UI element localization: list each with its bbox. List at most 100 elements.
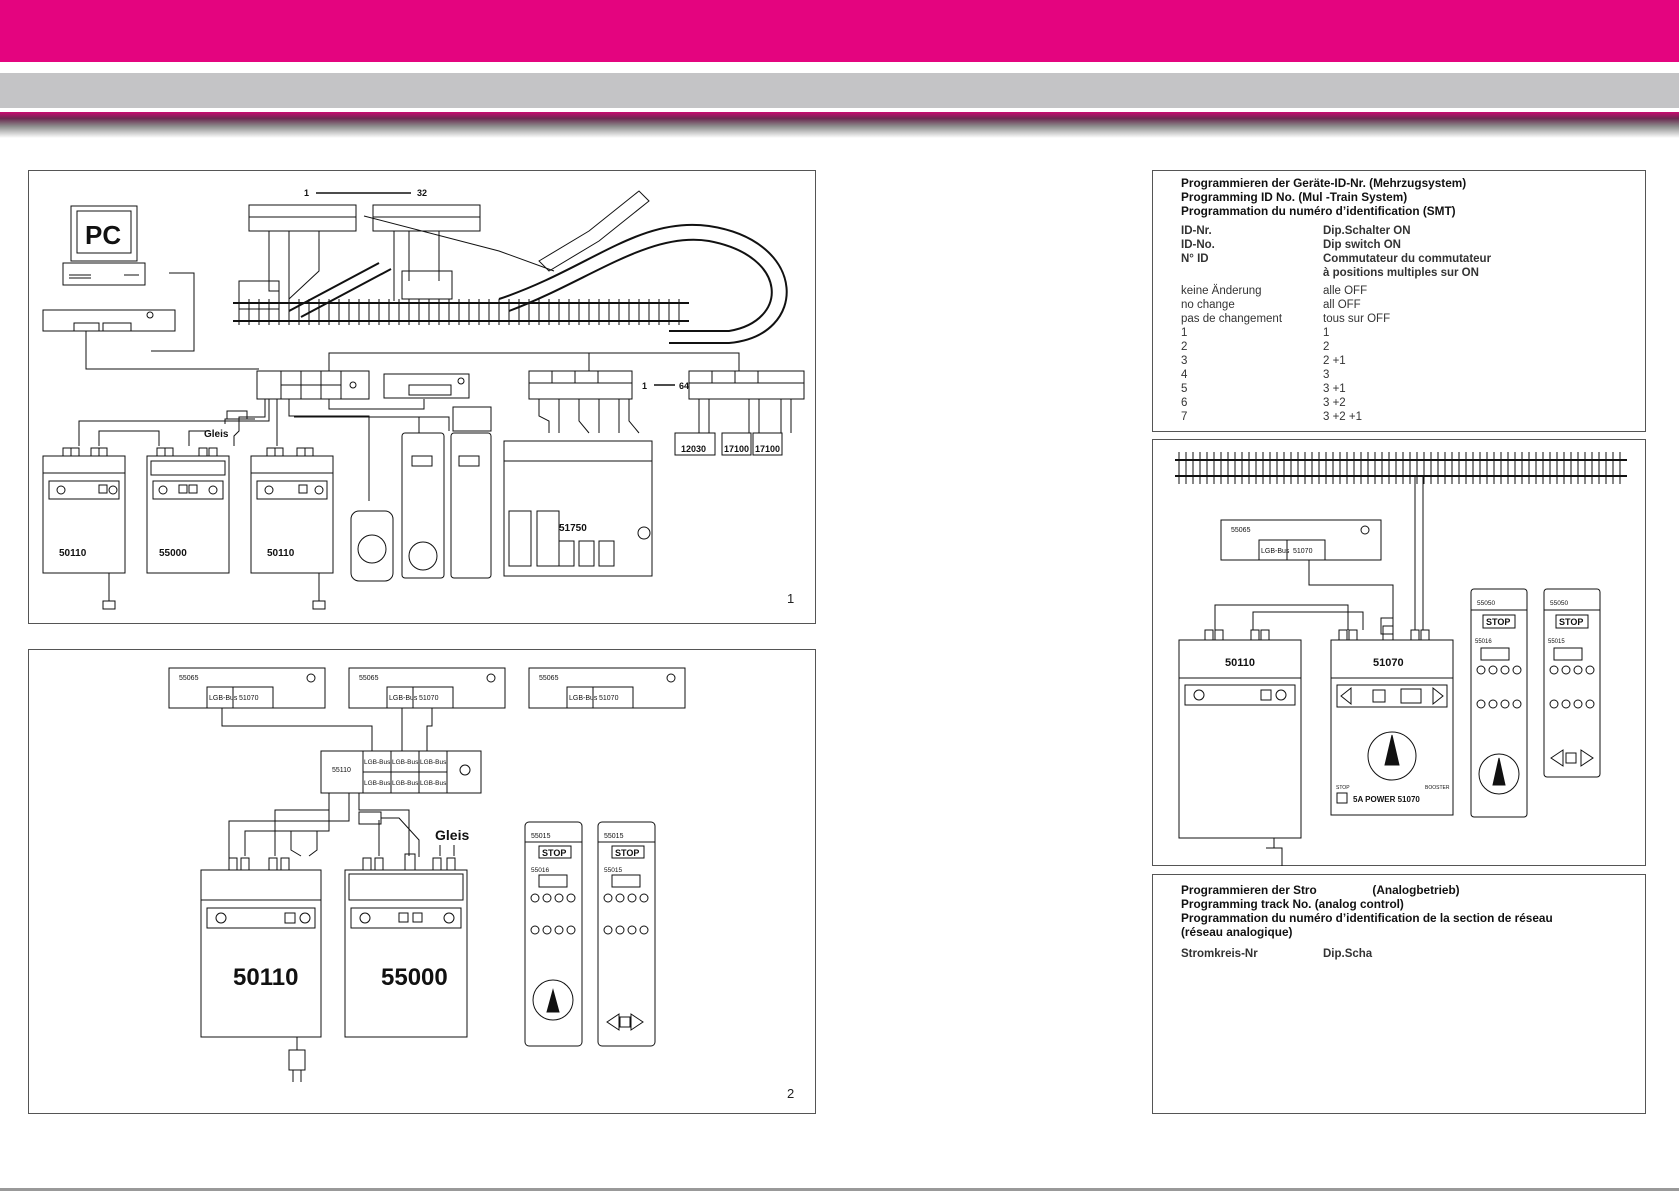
range-right-end: 64 <box>679 381 689 391</box>
track-section-titles: Programmieren der Stro (Analogbetrieb) P… <box>1181 883 1553 939</box>
handheld-b-inner: 55015 <box>1548 639 1565 645</box>
figure-2-panel: 55065 LGB-Bus 51070 55065 LGB-Bus 51070 … <box>28 649 816 1114</box>
unit-label-51750: 51750 <box>559 523 587 534</box>
device-17100-a <box>721 432 752 456</box>
row-left: no change <box>1181 299 1235 311</box>
header-left <box>1181 266 1323 280</box>
remote-b <box>450 432 492 579</box>
handheld-b: 55050 STOP 55015 <box>1543 588 1601 778</box>
range-top-start: 1 <box>304 188 309 198</box>
unit-label-55000: 55000 <box>159 548 187 559</box>
handheld-b-stop: STOP <box>1559 617 1583 627</box>
row-right: 1 <box>1323 327 1330 339</box>
receiver-box <box>383 373 470 399</box>
device-17100-b <box>752 432 783 456</box>
unit-label-50110-a: 50110 <box>59 548 87 559</box>
handheld-a-stop: STOP <box>1486 617 1510 627</box>
distributor-port-2: LGB-Bus <box>392 759 419 766</box>
id-table-header-row: N° ID Commutateur du commutateur <box>1181 252 1491 266</box>
header-left: N° ID <box>1181 253 1209 265</box>
booster-stop-label: STOP <box>1336 785 1350 791</box>
handheld-b-model: 55015 <box>604 833 624 840</box>
header-right: à positions multiples sur ON <box>1323 267 1479 279</box>
track-title-de: Programmieren der Stro (Analogbetrieb) <box>1181 883 1460 897</box>
central-label: 55000 <box>381 964 448 991</box>
receiver-55065-c: 55065 LGB-Bus 51070 <box>528 667 686 709</box>
distributor-55110 <box>256 370 370 400</box>
header-right: Dip.Schalter ON <box>1323 225 1411 237</box>
booster-booster-label: BOOSTER <box>1425 785 1450 791</box>
row-left: 6 <box>1181 397 1188 409</box>
track-ties <box>1178 452 1621 484</box>
handheld-a-inner: 55016 <box>1475 639 1492 645</box>
distributor-model: 55110 <box>332 767 351 774</box>
distributor-port-3: LGB-Bus <box>420 759 447 766</box>
distributor-port-6: LGB-Bus <box>420 780 447 787</box>
pc-monitor-icon: PC <box>62 205 146 286</box>
unit-label-17100-b: 17100 <box>755 444 780 454</box>
handheld-a-stop: STOP <box>542 848 566 858</box>
track-switch-box <box>238 280 280 310</box>
row-right: tous sur OFF <box>1323 313 1391 325</box>
row-right: 3 +2 +1 <box>1323 411 1363 423</box>
header-band-gray <box>0 73 1679 108</box>
transformer-label: 50110 <box>1225 657 1255 669</box>
row-right: all OFF <box>1323 299 1361 311</box>
handheld-a: 55050 STOP 55016 <box>1470 588 1528 818</box>
receiver-a-id: 51070 <box>239 695 259 702</box>
range-right-start: 1 <box>642 381 647 391</box>
distributor-port-4: LGB-Bus <box>364 780 391 787</box>
handheld-a-inner: 55016 <box>531 867 549 874</box>
distributor-55110: 55110 LGB-Bus LGB-Bus LGB-Bus LGB-Bus LG… <box>320 750 482 794</box>
id-table-headers: ID-Nr.Dip.Schalter ON ID-No.Dip switch O… <box>1181 224 1491 280</box>
receiver-b-model: 55065 <box>359 675 379 682</box>
figure-1-diagram: PC 1 32 1 64 <box>42 188 805 610</box>
unit-label-50110-b: 50110 <box>267 548 295 559</box>
device-12030 <box>674 432 716 456</box>
decoder-d <box>688 370 805 400</box>
id-table-title-fr: Programmation du numéro d’identification… <box>1181 204 1456 218</box>
table-row: no change all OFF <box>1181 298 1390 312</box>
pc-label: PC <box>85 220 121 250</box>
row-left: 5 <box>1181 383 1188 395</box>
id-table-header-row: ID-Nr. Dip.Schalter ON <box>1181 224 1491 238</box>
receiver-a-bus: LGB-Bus <box>209 695 238 702</box>
distributor-port-5: LGB-Bus <box>392 780 419 787</box>
header-left: ID-Nr. <box>1181 225 1212 237</box>
figure-2-diagram: 55065 LGB-Bus 51070 55065 LGB-Bus 51070 … <box>168 667 686 1082</box>
id-table-title-de: Programmieren der Geräte-ID-Nr. (Mehrzug… <box>1181 176 1467 190</box>
receiver-bus: LGB-Bus <box>1261 548 1290 555</box>
handheld-b-inner: 55015 <box>604 867 622 874</box>
receiver-c-id: 51070 <box>599 695 619 702</box>
pc-interface-box <box>42 309 176 332</box>
unit-label-17100-a: 17100 <box>724 444 749 454</box>
handheld-b-model: 55050 <box>1550 600 1568 607</box>
id-table-title-en: Programming ID No. (Mul -Train System) <box>1181 190 1408 204</box>
track-title-fr-2: (réseau analogique) <box>1181 925 1293 939</box>
header-right: Commutateur du commutateur <box>1323 253 1492 265</box>
row-left: 2 <box>1181 341 1188 353</box>
header-band-gradient <box>0 112 1679 138</box>
receiver-55065-b: 55065 LGB-Bus 51070 <box>348 667 506 709</box>
transformer-50110: 50110 <box>200 857 322 1082</box>
track-header-row: Stromkreis-Nr Dip.Scha <box>1181 947 1372 961</box>
row-left: 7 <box>1181 411 1188 423</box>
handheld-a-model: 55015 <box>531 833 551 840</box>
central-55000: 55000 <box>344 853 468 1038</box>
header-left: ID-No. <box>1181 239 1215 251</box>
track-section-panel: Programmieren der Stro (Analogbetrieb) P… <box>1152 874 1646 1114</box>
track-header-left: Stromkreis-Nr <box>1181 948 1258 960</box>
header-band-pink <box>0 0 1679 62</box>
figure-number-2: 2 <box>787 1086 795 1101</box>
handheld-a-model: 55050 <box>1477 600 1495 607</box>
distributor-port-1: LGB-Bus <box>364 759 391 766</box>
handheld-b-stop: STOP <box>615 848 639 858</box>
decoder-b <box>372 204 481 232</box>
id-table-header-row: à positions multiples sur ON <box>1181 266 1491 280</box>
transformer-50110-b: 50110 <box>250 447 334 610</box>
receiver-model: 55065 <box>1231 527 1251 534</box>
